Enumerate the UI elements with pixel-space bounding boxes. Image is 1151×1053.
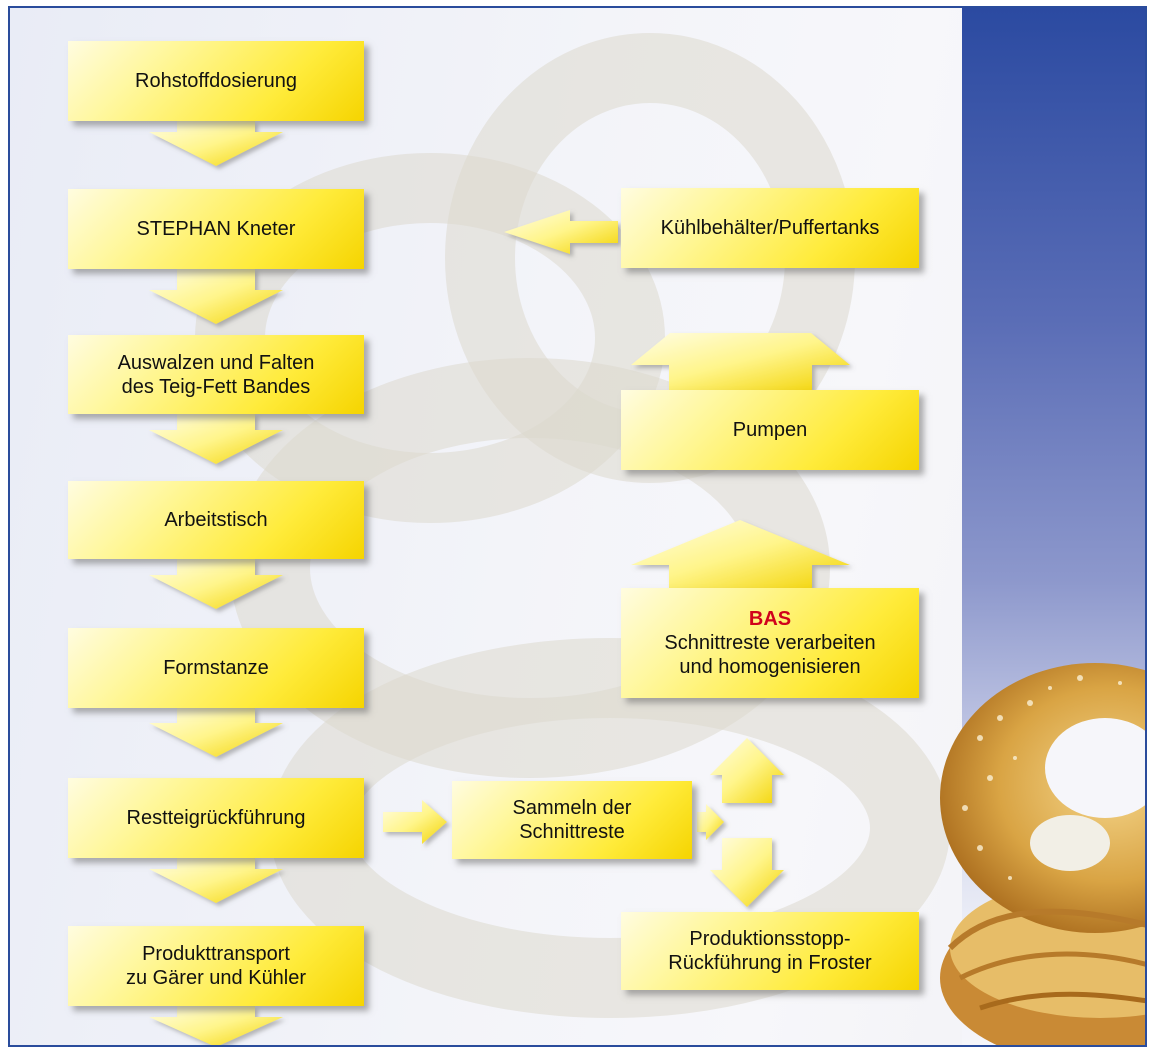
up-arrow-split-to-bas (710, 738, 784, 803)
diagram-frame: Rohstoffdosierung STEPHAN Kneter Auswalz… (8, 6, 1147, 1047)
step-label-line-2: des Teig-Fett Bandes (118, 375, 315, 399)
step-label: Kühlbehälter/Puffertanks (661, 216, 880, 240)
step-formstanze: Formstanze (68, 628, 364, 708)
down-arrow-6 (149, 858, 283, 903)
step-label: Formstanze (163, 656, 269, 680)
right-arrow-to-collect (383, 800, 447, 844)
step-label-line-1: Produktionsstopp- (668, 927, 871, 951)
step-kuehlbehaelter-puffertanks: Kühlbehälter/Puffertanks (621, 188, 919, 268)
step-label-line-1: Produkttransport (126, 942, 306, 966)
step-label: Restteigrückführung (127, 806, 306, 830)
step-sammeln-schnittreste: Sammeln der Schnittreste (452, 781, 692, 859)
up-arrow-pumps-to-cooling (631, 333, 850, 390)
step-label: Rohstoffdosierung (135, 69, 297, 93)
down-arrow-1 (149, 121, 283, 166)
step-label: Arbeitstisch (164, 508, 267, 532)
step-arbeitstisch: Arbeitstisch (68, 481, 364, 559)
step-restteigrueckfuehrung: Restteigrückführung (68, 778, 364, 858)
up-arrow-bas-to-pumps (631, 520, 850, 588)
down-arrow-4 (149, 559, 283, 609)
step-label-line-1: Auswalzen und Falten (118, 351, 315, 375)
step-produkttransport: Produkttransport zu Gärer und Kühler (68, 926, 364, 1006)
step-label: Pumpen (733, 418, 808, 442)
bas-highlight-label: BAS (664, 607, 875, 631)
step-auswalzen-falten: Auswalzen und Falten des Teig-Fett Bande… (68, 335, 364, 414)
step-label-line-2: Schnittreste (513, 820, 632, 844)
step-label-line-1: Schnittreste verarbeiten (664, 631, 875, 655)
step-label: STEPHAN Kneter (137, 217, 296, 241)
step-label-line-1: Sammeln der (513, 796, 632, 820)
step-rohstoffdosierung: Rohstoffdosierung (68, 41, 364, 121)
step-produktionsstopp: Produktionsstopp- Rückführung in Froster (621, 912, 919, 990)
step-label-line-2: zu Gärer und Kühler (126, 966, 306, 990)
down-arrow-7 (149, 1006, 283, 1047)
right-arrow-to-split (697, 804, 724, 840)
down-arrow-2 (149, 269, 283, 324)
step-label-line-2: Rückführung in Froster (668, 951, 871, 975)
down-arrow-split-to-stop (710, 838, 784, 907)
step-label-line-2: und homogenisieren (664, 655, 875, 679)
step-pumpen: Pumpen (621, 390, 919, 470)
step-bas: BAS Schnittreste verarbeiten und homogen… (621, 588, 919, 698)
left-arrow-cooling-to-kneter (504, 210, 618, 254)
step-stephan-kneter: STEPHAN Kneter (68, 189, 364, 269)
down-arrow-5 (149, 708, 283, 757)
down-arrow-3 (149, 414, 283, 464)
